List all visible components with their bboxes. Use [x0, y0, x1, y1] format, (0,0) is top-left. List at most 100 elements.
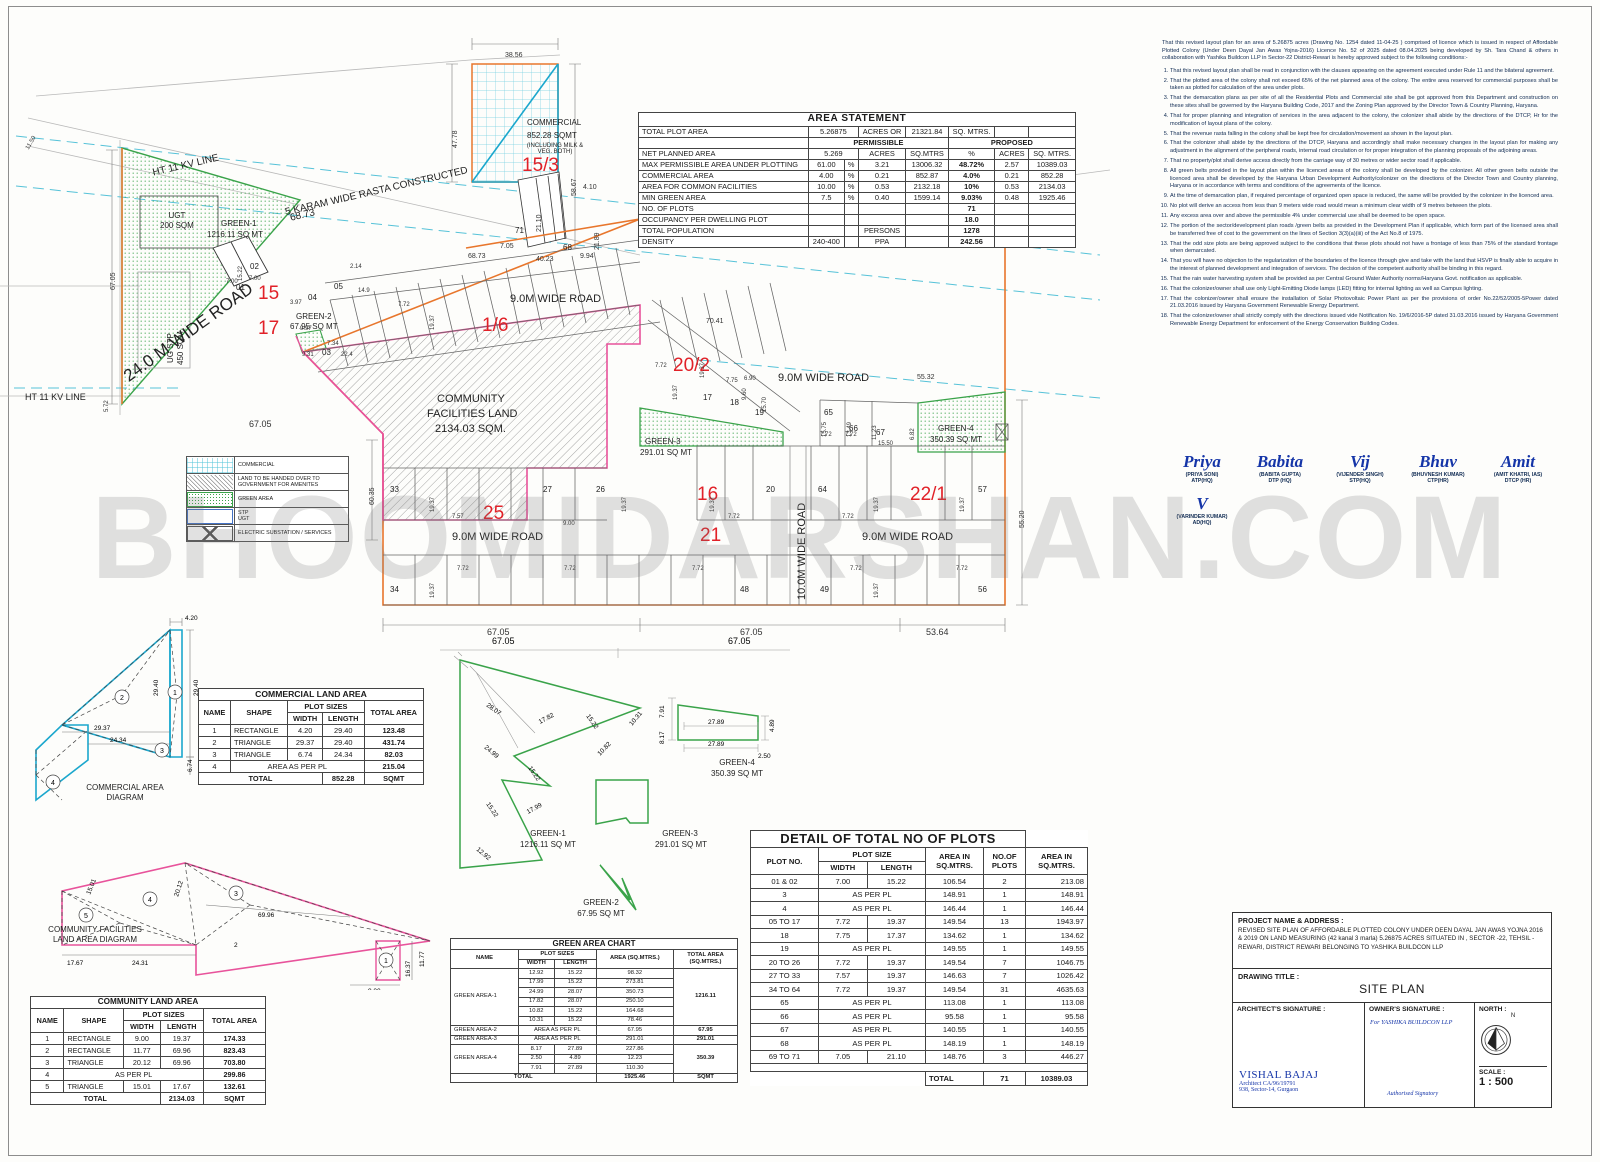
- green4-diagram-area: 350.39 SQ MT: [710, 769, 764, 778]
- signature-scribble: V: [1196, 494, 1208, 513]
- svg-text:4.20: 4.20: [185, 615, 198, 622]
- gac-width: 17.99: [518, 977, 555, 988]
- as-proposed-sqm: [1028, 224, 1076, 237]
- gac-area: 78.46: [595, 1015, 675, 1026]
- as-permissible-unit: %: [843, 191, 859, 204]
- dim-19-37h: 19.37: [960, 496, 966, 512]
- scale-caption: SCALE :: [1479, 1069, 1506, 1076]
- gac-size: AREA AS PER PL: [518, 1025, 597, 1036]
- plot-71: 71: [515, 226, 524, 235]
- svg-text:17.82: 17.82: [538, 712, 556, 726]
- pd-area: 146.44: [925, 901, 984, 916]
- plot-n-26: 26: [596, 485, 605, 494]
- community-l2: FACILITIES LAND: [427, 408, 518, 420]
- architect-detail2: 938, Sector-14, Gurgaon: [1239, 1087, 1299, 1093]
- dim-6-90: 6.90: [744, 376, 756, 382]
- as-permissible-unit: [843, 235, 859, 248]
- col-acres2: ACRES: [994, 147, 1030, 160]
- cmla-name: 1: [29, 1032, 65, 1045]
- area-statement-table: AREA STATEMENT TOTAL PLOT AREA 5.26875 A…: [637, 112, 1077, 248]
- gac-h-width: WIDTH: [518, 958, 555, 969]
- plot-n-20: 20: [766, 485, 775, 494]
- pd-count: 3: [983, 1049, 1026, 1065]
- blank-cell: [1028, 125, 1076, 138]
- cmla-h-length: LENGTH: [159, 1020, 204, 1033]
- approval-notes: That this revised layout plan for an are…: [1156, 40, 1558, 331]
- cla-h-length: LENGTH: [321, 712, 365, 725]
- dim-9-60: 9.60: [742, 388, 748, 400]
- as-proposed-sqm: 852.28: [1028, 169, 1076, 182]
- as-label: MAX PERMISSIBLE AREA UNDER PLOTTING: [637, 158, 810, 171]
- pd-width: 7.00: [818, 874, 868, 889]
- cmla-total: 823.43: [202, 1044, 267, 1057]
- as-permissible-unit: %: [843, 158, 859, 171]
- gac-group-name: GREEN AREA-3: [449, 1034, 520, 1045]
- pd-plot-no: 69 TO 71: [750, 1049, 819, 1065]
- pd-h-total: AREA IN SQ.MTRS.: [1025, 847, 1088, 876]
- cmla-name: 3: [29, 1056, 65, 1069]
- cmla-name: 4: [29, 1068, 65, 1081]
- pd-h-count: NO.OF PLOTS: [983, 847, 1026, 876]
- cla-name: 1: [198, 724, 231, 737]
- as-proposed-pct: 10%: [947, 180, 996, 193]
- pd-total: 446.27: [1025, 1049, 1088, 1065]
- cla-length: 24.34: [321, 748, 365, 761]
- pd-total: 1943.97: [1025, 914, 1088, 930]
- cmla-shape: TRIANGLE: [63, 1080, 125, 1093]
- as-permissible-acres: 0.21: [857, 169, 907, 182]
- dim-19-37i: 19.37: [874, 496, 880, 512]
- scale-value: 1 : 500: [1479, 1076, 1514, 1088]
- as-proposed-acres: [994, 202, 1030, 215]
- dim-7-00b: 7.00: [249, 276, 261, 282]
- plot-n-48: 48: [740, 585, 749, 594]
- as-permissible-unit: %: [843, 180, 859, 193]
- architect-caption: ARCHITECT'S SIGNATURE :: [1237, 1006, 1326, 1013]
- gac-length: 28.07: [553, 996, 597, 1007]
- svg-text:11.77: 11.77: [419, 951, 426, 967]
- cla-length: 29.40: [321, 736, 365, 749]
- svg-text:27.89: 27.89: [708, 719, 725, 726]
- gac-area: 98.32: [595, 968, 675, 979]
- cmla-h-total: TOTAL AREA: [202, 1008, 267, 1033]
- gac-width: 8.17: [518, 1044, 555, 1055]
- signature-scribble: Priya: [1183, 452, 1221, 471]
- gac-length: 28.07: [553, 987, 597, 998]
- gac-size: AREA AS PER PL: [518, 1034, 597, 1045]
- khasra-15: 15: [258, 283, 280, 304]
- pd-total: 4635.63: [1025, 982, 1088, 997]
- gac-area: 250.10: [595, 996, 675, 1007]
- pd-area: 148.76: [925, 1049, 984, 1065]
- plots-detail-table: DETAIL OF TOTAL NO OF PLOTS PLOT NO. PLO…: [750, 829, 1088, 1086]
- gac-width: 17.82: [518, 996, 555, 1007]
- gac-length: 27.89: [553, 1063, 597, 1074]
- cmla-name: 5: [29, 1080, 65, 1093]
- pd-count: 1: [983, 995, 1026, 1011]
- signature-scribble: Amit: [1500, 452, 1535, 471]
- pd-h-plotsize: PLOT SIZE: [818, 847, 926, 862]
- pd-width: 7.75: [818, 928, 868, 943]
- as-proposed-acres: 2.57: [994, 158, 1030, 171]
- note-item: That the colonizer shall abide by the di…: [1170, 140, 1558, 155]
- dim-bottom-c: 53.64: [926, 627, 949, 637]
- gac-area: 110.30: [595, 1063, 675, 1074]
- cla-shape: RECTANGLE: [229, 724, 289, 737]
- signatory-name: (PRIYA SONI): [1185, 472, 1219, 478]
- signatory-designation: STP(HQ): [1349, 478, 1371, 484]
- pd-length: 17.37: [866, 928, 927, 943]
- pd-plot-size: AS PER PL: [818, 941, 926, 957]
- notes-intro: That this revised layout plan for an are…: [1162, 40, 1558, 62]
- dim-15-22p: 15.22: [238, 265, 244, 281]
- plot-n-66: 66: [849, 424, 858, 433]
- pd-plot-no: 3: [750, 887, 819, 903]
- plot-n-27: 27: [543, 485, 552, 494]
- col-acres: ACRES: [857, 147, 907, 160]
- cla-length: 29.40: [321, 724, 365, 737]
- note-item: That you will have no objection to the r…: [1170, 258, 1558, 273]
- note-item: That the revenue rasta falling in the co…: [1170, 131, 1558, 139]
- signatory-block: Babita(BABITA GUPTA)DTP (HQ): [1238, 452, 1322, 484]
- dim-7-72g: 7.72: [850, 566, 862, 572]
